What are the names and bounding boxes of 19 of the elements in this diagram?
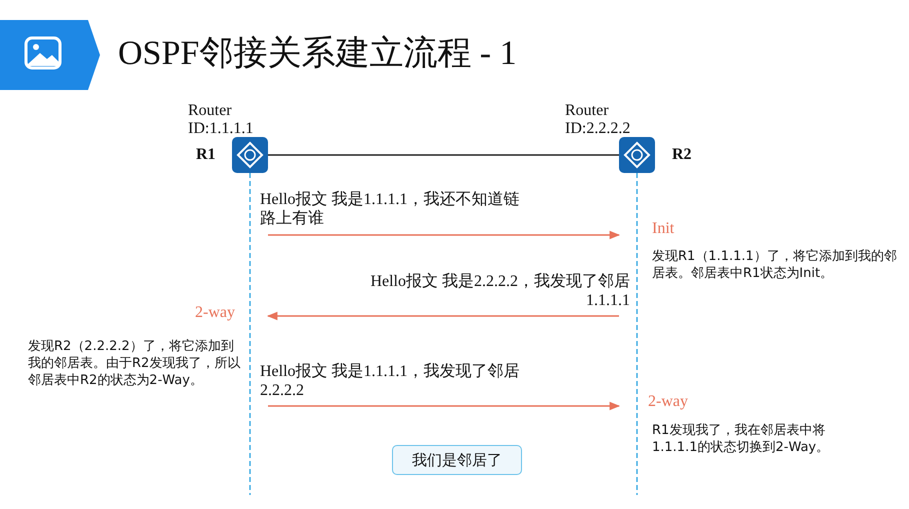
title: OSPF邻接关系建立流程 - 1 [118,34,517,74]
note-text: R1发现我了，我在邻居表中将1.1.1.1的状态切换到2-Way。 [652,422,830,456]
note-text: 发现R2（2.2.2.2）了，将它添加到我的邻居表。由于R2发现我了，所以邻居表中R2的状态为2-Way。 [28,338,242,389]
message-arrow [268,230,620,240]
router-id: Router ID:2.2.2.2 [565,102,632,138]
router-name: R2 [672,146,692,164]
edge-label: Hello报文 我是1.1.1.1，我还不知道链路上有谁 [260,190,521,228]
router-id: Router ID:1.1.1.1 [188,102,254,138]
router-name: R1 [196,146,216,164]
edge-label: Hello报文 我是2.2.2.2，我发现了邻居1.1.1.1 [369,272,630,310]
state-label: 2-way [195,304,235,322]
status-box: 我们是邻居了 [392,445,522,475]
edge-label: Hello报文 我是1.1.1.1，我发现了邻居2.2.2.2 [260,362,521,400]
state-label: 2-way [648,393,688,411]
note-text: 发现R1（1.1.1.1）了，将它添加到我的邻居表。邻居表中R1状态为Init。 [652,248,897,282]
message-arrow [268,402,620,410]
state-label: Init [652,220,674,238]
link-line [268,154,619,156]
message-arrow [266,312,619,320]
